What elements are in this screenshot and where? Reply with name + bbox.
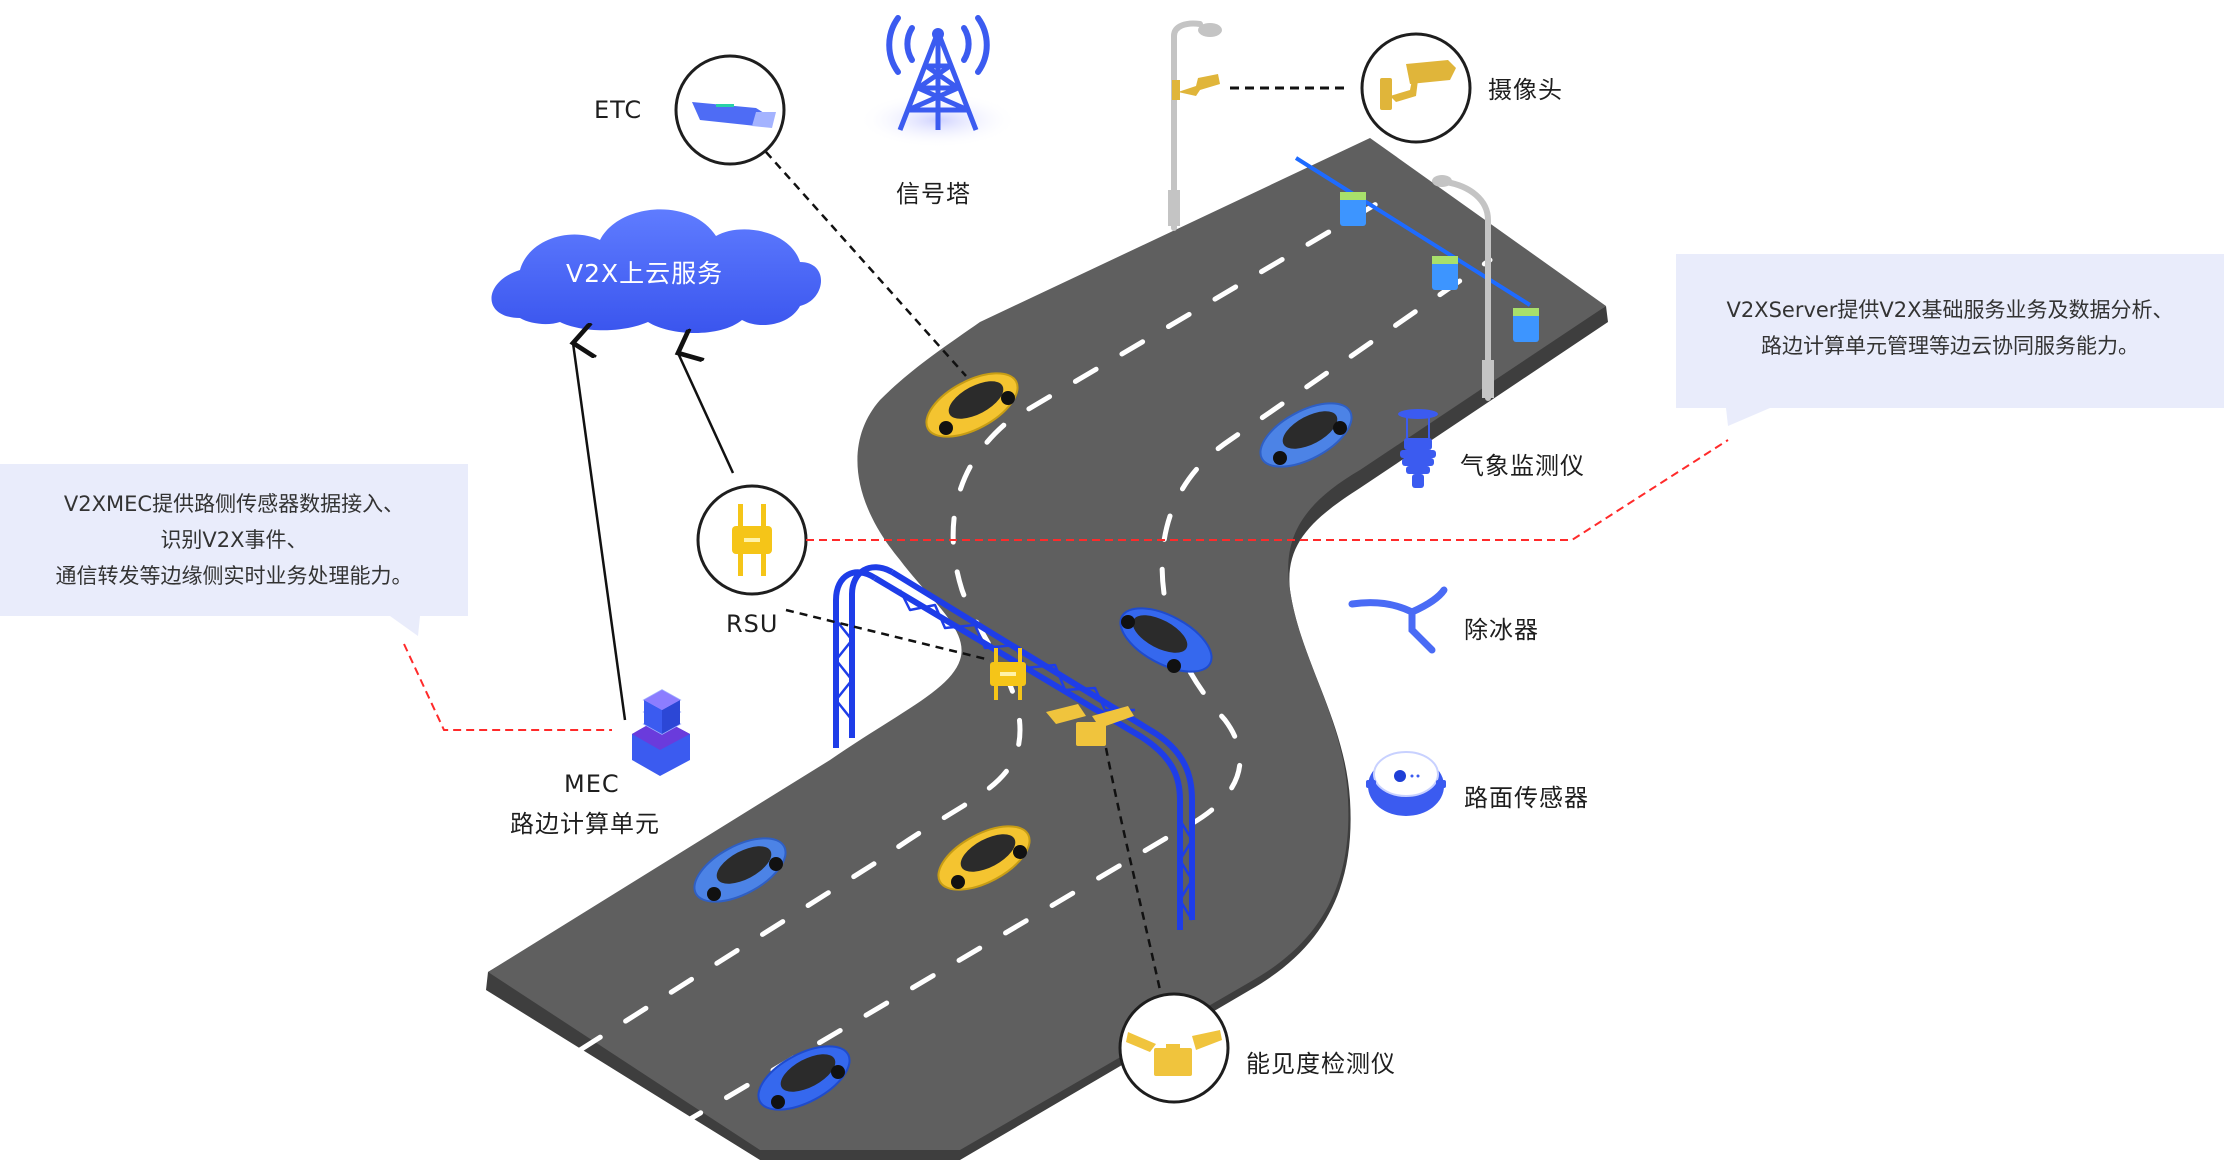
road bbox=[486, 138, 1608, 1160]
red-dash-mec-callout bbox=[403, 643, 612, 731]
road-sensor-label: 路面传感器 bbox=[1464, 784, 1589, 812]
server-callout: V2XServer提供V2X基础服务业务及数据分析、 路边计算单元管理等边云协同… bbox=[1676, 254, 2224, 408]
weather-monitor-label: 气象监测仪 bbox=[1460, 452, 1585, 480]
street-lamp-right bbox=[1432, 175, 1494, 401]
road-sensor-box bbox=[1340, 192, 1366, 226]
road-sensor-box bbox=[1513, 308, 1539, 342]
car-blue-right bbox=[1259, 402, 1353, 468]
signal-tower-icon bbox=[858, 15, 1018, 148]
dash-rsu-to-gantry bbox=[785, 608, 991, 662]
camera-label: 摄像头 bbox=[1488, 76, 1563, 104]
etc-device[interactable] bbox=[674, 54, 786, 166]
server-callout-tail bbox=[1726, 408, 1770, 426]
lamp-camera-icon bbox=[1172, 74, 1220, 100]
deicer-icon[interactable] bbox=[1348, 586, 1448, 654]
mec-label-line2: 路边计算单元 bbox=[510, 810, 660, 838]
mec-callout-line-3: 通信转发等边缘侧实时业务处理能力。 bbox=[55, 564, 413, 588]
lane-markings bbox=[577, 187, 1493, 1128]
signal-tower-label: 信号塔 bbox=[896, 180, 971, 208]
cloud-icon bbox=[491, 209, 822, 333]
connectors bbox=[403, 86, 1729, 991]
lane-line-1 bbox=[577, 187, 1403, 1053]
camera-icon bbox=[1380, 60, 1456, 110]
camera-device[interactable] bbox=[1360, 32, 1472, 144]
mec-callout-line-1: V2XMEC提供路侧传感器数据接入、 bbox=[63, 492, 405, 516]
etc-icon bbox=[692, 102, 776, 128]
gantry-visibility-icon bbox=[1046, 704, 1134, 746]
car-yellow-bottom bbox=[937, 825, 1031, 891]
car-blue-bottom bbox=[757, 1045, 851, 1111]
cloud-label: V2X上云服务 bbox=[566, 259, 724, 288]
gantry bbox=[833, 564, 1195, 930]
street-lamp-left bbox=[1168, 20, 1222, 231]
rsu-device[interactable] bbox=[696, 484, 808, 596]
visibility-detector-label: 能见度检测仪 bbox=[1246, 1050, 1396, 1078]
car-blue-lower-left bbox=[693, 837, 787, 903]
lane-line-2 bbox=[677, 257, 1493, 1128]
road-surface bbox=[488, 138, 1606, 1150]
visibility-device[interactable] bbox=[1118, 992, 1230, 1104]
red-dash-server-callout bbox=[806, 439, 1729, 541]
weather-monitor-icon[interactable] bbox=[1398, 409, 1438, 488]
road-surface-sensor-icon[interactable] bbox=[1366, 751, 1446, 816]
car-yellow-top bbox=[925, 372, 1019, 438]
deicer-label: 除冰器 bbox=[1464, 616, 1539, 644]
mec-label-line1: MEC bbox=[564, 770, 620, 798]
mec-callout: V2XMEC提供路侧传感器数据接入、 识别V2X事件、 通信转发等边缘侧实时业务… bbox=[0, 464, 468, 616]
server-callout-line-1: V2XServer提供V2X基础服务业务及数据分析、 bbox=[1726, 298, 2174, 322]
server-callout-line-2: 路边计算单元管理等边云协同服务能力。 bbox=[1761, 334, 2139, 358]
visibility-detector-icon bbox=[1126, 1030, 1222, 1076]
rsu-label: RSU bbox=[726, 610, 779, 638]
etc-label: ETC bbox=[594, 96, 643, 124]
dash-visibility-to-gantry bbox=[1104, 747, 1162, 991]
rsu-icon bbox=[732, 504, 772, 576]
mec-callout-line-2: 识别V2X事件、 bbox=[160, 528, 308, 552]
gantry-rsu-icon bbox=[990, 648, 1026, 700]
arrow-rsu-to-cloud bbox=[678, 353, 735, 474]
arrow-mec-to-cloud bbox=[573, 343, 627, 721]
car-blue-middle bbox=[1119, 607, 1213, 673]
mec-callout-tail bbox=[390, 616, 420, 636]
mec-server-icon[interactable] bbox=[632, 689, 690, 776]
road-sensor-box bbox=[1432, 256, 1458, 290]
